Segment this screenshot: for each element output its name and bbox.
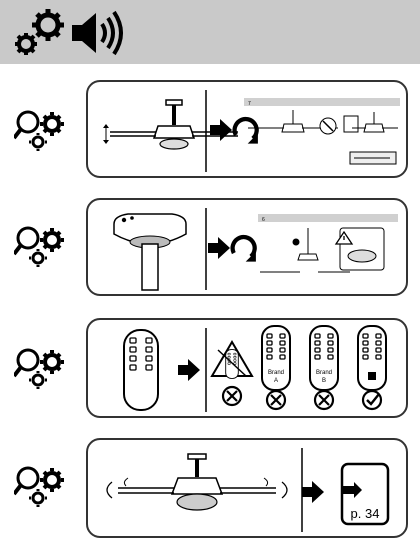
remote-option-none [210, 340, 254, 407]
substep-number: 6 [262, 217, 265, 223]
step-panel-2: 6 [86, 198, 408, 296]
arrow-right-icon [210, 119, 232, 141]
header-bar [0, 0, 420, 64]
check-mark-icon [361, 389, 383, 411]
step-panel-1: 7 [86, 80, 408, 178]
remote-label-line2: B [322, 378, 326, 384]
arrow-right-icon [302, 481, 324, 503]
substep-illustration [248, 110, 398, 165]
magnifier-gears-icon [14, 466, 66, 509]
speaker-sound-icon [72, 10, 123, 56]
ceiling-fan-illustration [103, 99, 238, 150]
cross-mark-icon [265, 389, 287, 411]
settings-gears-icon [15, 9, 64, 55]
arrow-right-icon [178, 359, 200, 381]
substep-bar [258, 214, 398, 222]
magnifier-gears-icon [14, 110, 66, 153]
page-reference-box: p. 34 [340, 462, 390, 526]
rotate-clockwise-icon [233, 237, 256, 262]
warning-triangle-icon [334, 230, 354, 245]
spinning-fan-illustration [106, 453, 288, 511]
substep-bar [244, 98, 400, 106]
remote-option-brand-b: Brand B [309, 325, 339, 411]
substep-number: 7 [248, 101, 251, 107]
rotate-clockwise-icon [235, 119, 258, 144]
remote-label-line2: A [274, 378, 278, 384]
magnifier-gears-icon [14, 348, 66, 391]
cross-mark-icon [313, 389, 335, 411]
page-reference-text: p. 34 [351, 506, 380, 521]
remote-option-brand-a: Brand A [261, 325, 291, 411]
remote-label-line1: Brand [268, 370, 284, 376]
arrow-right-icon [208, 237, 230, 259]
remote-label-line1: Brand [316, 370, 332, 376]
cross-mark-icon [221, 385, 243, 407]
fan-canopy-illustration [113, 213, 187, 291]
step-panel-3: Brand A Brand B [86, 318, 408, 418]
substep-illustration [260, 227, 385, 273]
magnifier-gears-icon [14, 226, 66, 269]
step-panel-4: p. 34 [86, 438, 408, 538]
remote-option-correct [357, 325, 387, 411]
remote-control-illustration [123, 329, 159, 411]
